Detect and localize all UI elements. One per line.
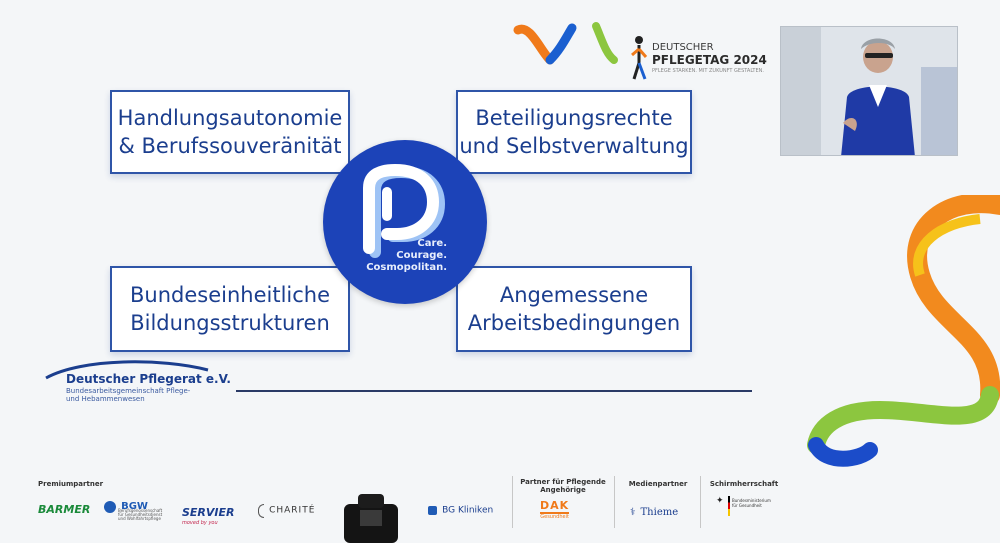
- angehoerige-partner-label: Partner für Pflegende Angehörige: [516, 478, 610, 494]
- camera-silhouette: [344, 494, 398, 543]
- org-subtitle: Bundesarbeitsgemeinschaft Pflege- und He…: [66, 387, 190, 403]
- sponsor-strip: Premiumpartner BARMER BGW Berufsgenossen…: [0, 470, 1000, 543]
- ribbon-right-decoration: [807, 195, 1000, 467]
- servier-subtitle: moved by you: [182, 520, 218, 526]
- topic-box-arbeitsbedingungen: Angemessene Arbeitsbedingungen: [456, 266, 692, 352]
- topic-line: Handlungsautonomie: [117, 106, 343, 130]
- dpr-swoosh-icon: [45, 360, 209, 380]
- topic-line: Beteiligungsrechte: [475, 106, 673, 130]
- charite-name: CHARITÉ: [269, 505, 316, 516]
- claim-line: Courage.: [396, 250, 447, 261]
- bgw-logo: BGW Berufsgenossenschaft für Gesundheits…: [104, 496, 162, 521]
- thieme-logo: ⚕ Thieme: [630, 500, 678, 519]
- p-logo-icon: [363, 163, 446, 258]
- topic-line: Bildungsstrukturen: [130, 311, 330, 335]
- dak-subtitle: Gesundheit: [540, 514, 569, 520]
- center-logo-circle: Care. Courage. Cosmopolitan.: [323, 140, 487, 304]
- premium-partner-label: Premiumpartner: [38, 480, 104, 488]
- event-name-line2: PFLEGETAG 2024: [652, 53, 767, 67]
- event-name-line1: DEUTSCHER: [652, 42, 714, 53]
- topic-box-beteiligungsrechte: Beteiligungsrechte und Selbstverwaltung: [456, 90, 692, 174]
- servier-logo: SERVIER moved by you: [182, 501, 235, 526]
- topic-line: Arbeitsbedingungen: [467, 311, 681, 335]
- sponsor-divider: [614, 476, 615, 528]
- thieme-mark-icon: ⚕: [630, 507, 636, 518]
- barmer-logo: BARMER: [38, 503, 91, 516]
- angehoerige-label-line: Angehörige: [540, 486, 586, 494]
- event-logo: DEUTSCHER PFLEGETAG 2024 PFLEGE STARKEN.…: [630, 35, 770, 83]
- dak-logo: DAK Gesundheit: [540, 499, 570, 520]
- event-title: DEUTSCHER PFLEGETAG 2024: [652, 42, 767, 67]
- bg-kliniken-logo: BG Kliniken: [428, 500, 493, 519]
- bgw-subtitle: Berufsgenossenschaft: [118, 508, 163, 513]
- eagle-icon: ✦: [716, 496, 724, 506]
- dak-name: DAK: [540, 499, 570, 514]
- event-tagline: PFLEGE STARKEN. MIT ZUKUNFT GESTALTEN.: [652, 68, 764, 74]
- topic-box-handlungsautonomie: Handlungsautonomie & Berufssouveränität: [110, 90, 350, 174]
- sponsor-divider: [512, 476, 513, 528]
- event-figure-icon: [631, 36, 648, 80]
- org-subtitle-line: Bundesarbeitsgemeinschaft Pflege-: [66, 387, 191, 395]
- topic-line: Angemessene: [499, 283, 649, 307]
- speaker-illustration: [781, 27, 957, 155]
- medien-partner-label: Medienpartner: [628, 480, 688, 488]
- org-subtitle-line: und Hebammenwesen: [66, 395, 145, 403]
- bgw-subtitle: für Gesundheitsdienst: [118, 512, 163, 517]
- divider-line: [236, 390, 752, 392]
- topic-line: & Berufssouveränität: [118, 134, 342, 158]
- thieme-name: Thieme: [640, 507, 679, 518]
- flag-bar-icon: [728, 496, 730, 516]
- schirmherrschaft-label: Schirmherrschaft: [709, 480, 779, 488]
- servier-name: SERVIER: [182, 506, 235, 519]
- bgw-name: BGW: [121, 501, 148, 512]
- deutscher-pflegerat-logo: Deutscher Pflegerat e.V. Bundesarbeitsge…: [42, 360, 242, 410]
- topic-line: Bundeseinheitliche: [129, 283, 331, 307]
- angehoerige-label-line: Partner für Pflegende: [520, 478, 606, 486]
- bmg-line: für Gesundheit: [732, 503, 762, 508]
- charite-logo: CHARITÉ: [258, 500, 315, 519]
- speaker-video-inset: [780, 26, 958, 156]
- center-claim: Care. Courage. Cosmopolitan.: [366, 238, 447, 274]
- topic-line: und Selbstverwaltung: [459, 134, 689, 158]
- bmg-line: Bundesministerium: [732, 498, 771, 503]
- bg-kliniken-mark-icon: [428, 506, 437, 515]
- bgw-subtitle: und Wohlfahrtspflege: [118, 516, 161, 521]
- org-name: Deutscher Pflegerat e.V.: [66, 372, 231, 386]
- claim-line: Cosmopolitan.: [366, 262, 447, 273]
- claim-line: Care.: [417, 238, 447, 249]
- bgw-mark-icon: [104, 500, 116, 513]
- charite-mark-icon: [258, 503, 264, 518]
- ribbon-top-decoration: [513, 22, 618, 65]
- sponsor-divider: [700, 476, 701, 528]
- topic-box-bildungsstrukturen: Bundeseinheitliche Bildungsstrukturen: [110, 266, 350, 352]
- bg-kliniken-name: BG Kliniken: [442, 505, 494, 516]
